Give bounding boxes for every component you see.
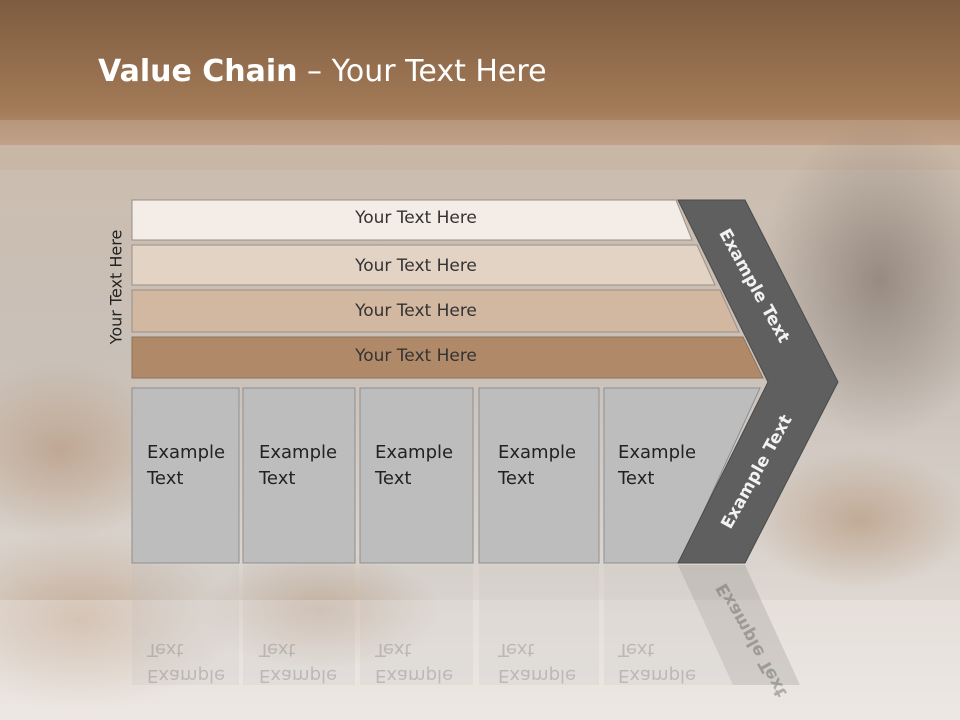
- reflection-text-1: Example Text: [147, 636, 247, 688]
- box-label-1-line1: Example: [147, 442, 226, 463]
- reflection-text-1-line2: Text: [147, 639, 184, 660]
- reflection: [132, 565, 800, 685]
- box-shape-2: [242, 387, 356, 564]
- row-label-2: Your Text Here: [355, 256, 477, 276]
- reflection-text-5-line1: Example: [618, 665, 697, 686]
- reflection-text-4-line1: Example: [498, 665, 577, 686]
- reflection-text-5-line2: Text: [618, 639, 655, 660]
- reflection-text-3-line2: Text: [375, 639, 412, 660]
- box-label-5-line2: Text: [618, 468, 655, 489]
- row-label-1: Your Text Here: [355, 208, 477, 228]
- title-bold: Value Chain: [98, 54, 298, 89]
- reflection-text-3: Example Text: [375, 636, 475, 688]
- box-label-3-line2: Text: [375, 468, 412, 489]
- reflection-text-2-line1: Example: [259, 665, 338, 686]
- box-shape-3: [359, 387, 474, 564]
- box-label-1-line2: Text: [147, 468, 184, 489]
- box-label-2-line1: Example: [259, 442, 338, 463]
- box-label-3-line1: Example: [375, 442, 454, 463]
- chevron-arrow: [677, 199, 839, 564]
- reflection-text-5: Example Text: [618, 636, 718, 688]
- reflection-text-1-line1: Example: [147, 665, 226, 686]
- title-rest: – Your Text Here: [297, 54, 547, 89]
- box-label-4-line2: Text: [498, 468, 535, 489]
- row-shape-1: [131, 199, 693, 241]
- row-shape-4: [131, 336, 764, 379]
- reflection-text-2-line2: Text: [259, 639, 296, 660]
- reflection-text-3-line1: Example: [375, 665, 454, 686]
- side-label: Your Text Here: [106, 229, 126, 345]
- box-shape-4: [478, 387, 600, 564]
- row-label-3: Your Text Here: [355, 301, 477, 321]
- row-shape-3: [131, 289, 740, 333]
- box-label-5-line1: Example: [618, 442, 697, 463]
- box-shape-1: [131, 387, 240, 564]
- row-label-4: Your Text Here: [355, 346, 477, 366]
- reflection-text-4-line2: Text: [498, 639, 535, 660]
- row-shape-2: [131, 244, 716, 286]
- slide-title: Value Chain – Your Text Here: [98, 54, 547, 89]
- reflection-text-2: Example Text: [259, 636, 359, 688]
- reflection-text-4: Example Text: [498, 636, 598, 688]
- box-label-2-line2: Text: [259, 468, 296, 489]
- box-label-4-line1: Example: [498, 442, 577, 463]
